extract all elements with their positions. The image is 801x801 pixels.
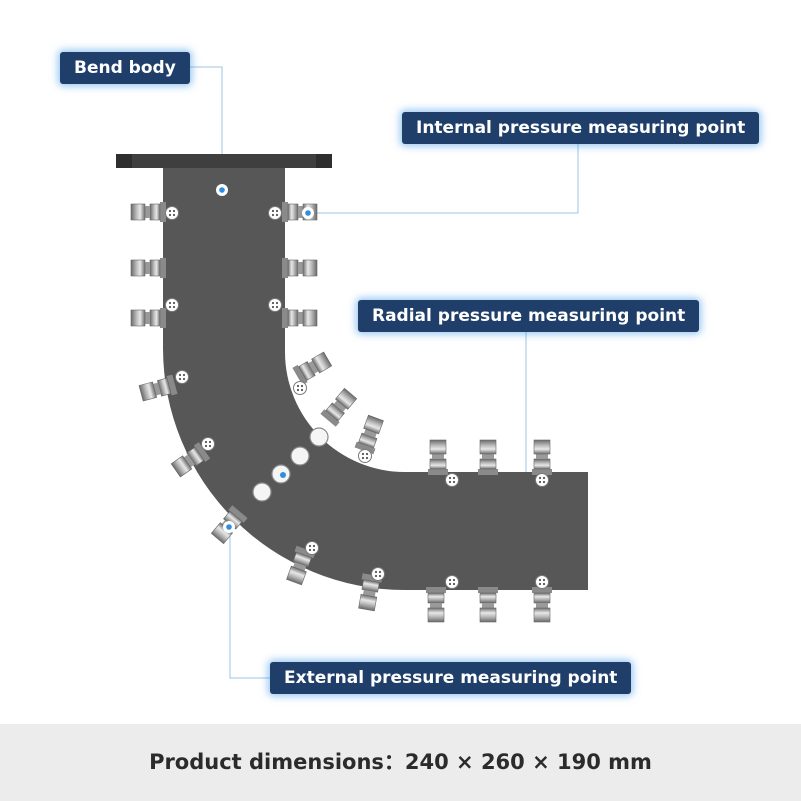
bend-diagram: [116, 66, 588, 679]
port: [445, 575, 459, 589]
fitting: [477, 439, 499, 476]
fitting: [427, 439, 449, 476]
fittings-top: [427, 439, 553, 476]
leader-external: [229, 528, 270, 679]
label-internal-pressure: Internal pressure measuring point: [402, 112, 760, 144]
fitting: [531, 439, 553, 476]
port: [268, 298, 282, 312]
port: [445, 473, 459, 487]
bend-body: [163, 168, 588, 590]
port: [305, 541, 319, 555]
port: [371, 567, 385, 581]
port: [165, 298, 179, 312]
port: [175, 370, 189, 384]
fitting: [354, 414, 386, 455]
port: [165, 206, 179, 220]
port: [293, 381, 307, 395]
radial-port: [309, 427, 329, 447]
fitting: [477, 586, 499, 623]
leader-internal: [308, 140, 579, 214]
radial-point: [280, 472, 286, 478]
highlight-points: [216, 184, 314, 533]
fitting: [130, 257, 167, 279]
label-external-pressure: External pressure measuring point: [270, 662, 632, 694]
port: [268, 206, 282, 220]
product-dimensions: Product dimensions：240 × 260 × 190 mm: [0, 724, 801, 801]
leader-bend-body: [190, 66, 223, 190]
fitting: [531, 586, 553, 623]
port: [358, 449, 372, 463]
radial-port: [290, 446, 310, 466]
port: [201, 437, 215, 451]
flange-tab-right: [316, 154, 332, 168]
port: [535, 473, 549, 487]
fitting: [319, 386, 359, 428]
flange: [116, 154, 332, 168]
fitting: [291, 349, 334, 386]
fitting: [425, 586, 447, 623]
radial-port: [252, 482, 272, 502]
fitting: [130, 307, 167, 329]
fittings-bottom: [425, 586, 553, 623]
flange-tab-left: [116, 154, 132, 168]
radial-ports: [252, 427, 329, 502]
port: [535, 575, 549, 589]
label-radial-pressure: Radial pressure measuring point: [358, 300, 700, 332]
fitting: [130, 201, 167, 223]
fitting: [281, 307, 318, 329]
label-bend-body: Bend body: [60, 52, 190, 84]
fitting: [281, 257, 318, 279]
